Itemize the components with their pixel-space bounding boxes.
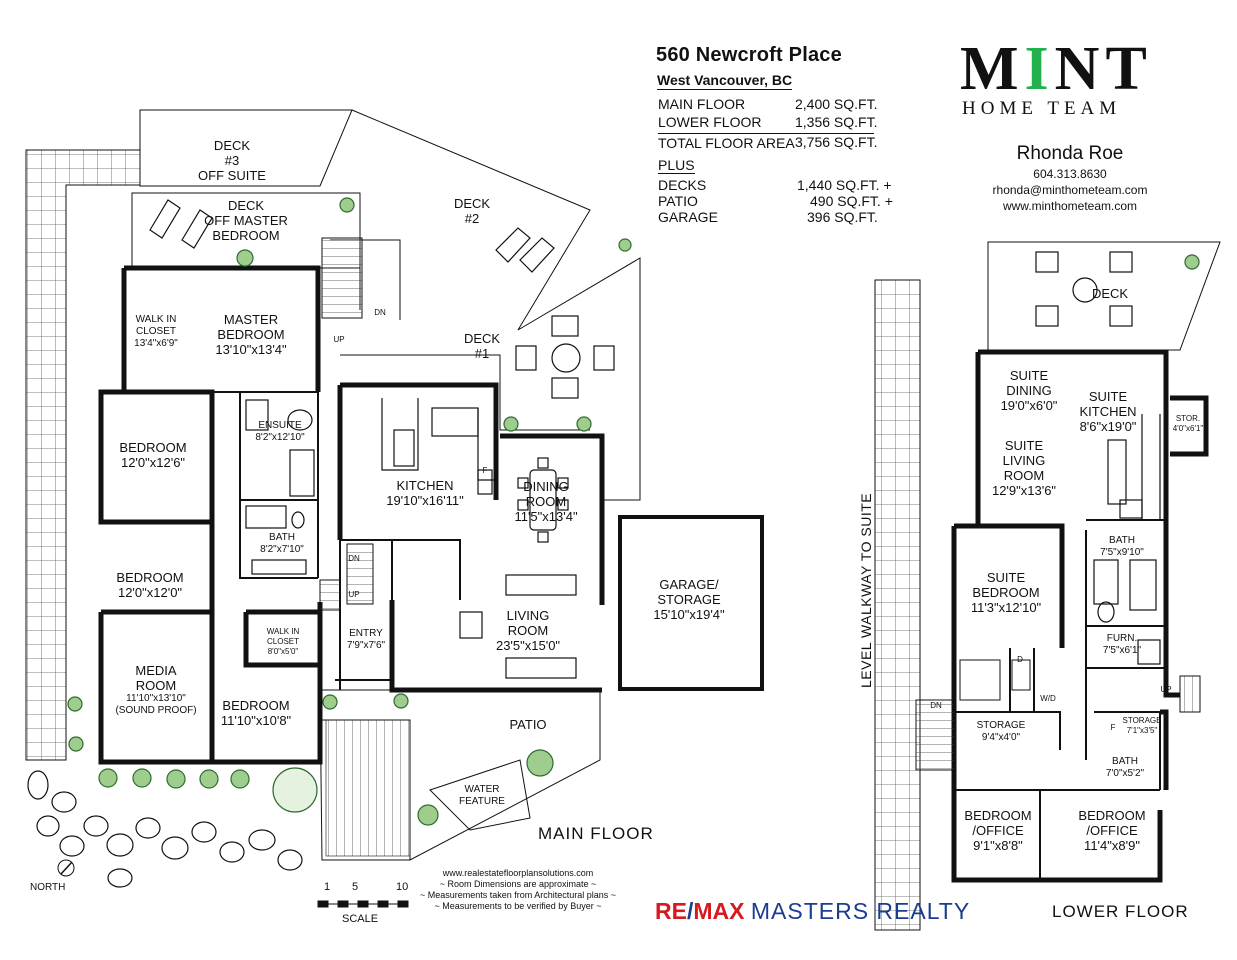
area-value-main: 2,400 SQ.FT. <box>795 96 878 112</box>
agent-phone: 604.313.8630 <box>1033 167 1107 181</box>
deck-3-outline <box>139 109 353 187</box>
main-floor-title: MAIN FLOOR <box>538 824 654 843</box>
lower-deck-outline <box>987 241 1221 351</box>
water-feature-outline <box>429 759 531 831</box>
home-team-logo-text: HOME TEAM <box>962 98 1122 119</box>
lower-walkway <box>874 279 921 931</box>
room-label: PATIO <box>509 717 547 732</box>
room-label: DECK #3 OFF SUITE <box>198 138 266 183</box>
room-label: DECK OFF MASTER BEDROOM <box>204 198 288 243</box>
agent-contact: Rhonda Roe 604.313.8630 rhonda@minthomet… <box>993 142 1148 214</box>
area-label-main: MAIN FLOOR <box>658 96 746 112</box>
walkway-label: LEVEL WALKWAY TO SUITE <box>858 492 874 688</box>
scale-tick-5: 5 <box>352 881 359 893</box>
room-label: STOR.4'0"x6'1" <box>1172 414 1204 433</box>
deck-2-outline <box>351 109 641 501</box>
scale-tick-10: 10 <box>396 881 409 893</box>
property-address: 560 Newcroft Place <box>656 44 842 66</box>
stairs-deck <box>321 237 363 319</box>
mint-logo: MINT <box>960 35 1153 103</box>
scale-label: SCALE <box>342 913 379 925</box>
agent-website: www.minthometeam.com <box>1002 199 1138 213</box>
garage-outline <box>618 515 764 691</box>
stair-up-label: UP <box>348 590 360 599</box>
scale-bar <box>317 900 409 908</box>
disclaimer-website: www.realestatefloorplansolutions.com <box>442 868 594 878</box>
property-city: West Vancouver, BC <box>657 72 793 90</box>
washer-dryer-label: W/D <box>1040 694 1056 703</box>
north-label: NORTH <box>30 882 66 893</box>
extra-label-garage: GARAGE <box>658 209 718 225</box>
plus-heading: PLUS <box>658 157 695 174</box>
stair-up-label: UP <box>1160 685 1172 694</box>
room-label: DECK #1 <box>463 331 501 361</box>
disclaimer-line: ~ Room Dimensions are approximate ~ <box>439 879 597 889</box>
furnace-label: F <box>1110 723 1116 732</box>
stair-up-label: DN <box>374 308 386 317</box>
area-label-lower: LOWER FLOOR <box>658 114 762 130</box>
brokerage-name: MASTERS REALTY <box>750 898 971 924</box>
dryer-label: D <box>1017 655 1023 664</box>
extra-label-patio: PATIO <box>658 193 698 209</box>
area-value-total: 3,756 SQ.FT. <box>795 134 878 150</box>
disclaimer-line: ~ Measurements to be verified by Buyer ~ <box>434 901 602 911</box>
landscaping-shrubs <box>67 197 1200 826</box>
area-label-total: TOTAL FLOOR AREA <box>658 133 874 151</box>
lower-floor-plan <box>874 241 1221 931</box>
stairs-entry <box>346 543 374 605</box>
stair-down-label: DN <box>930 701 942 710</box>
patio-outline <box>319 689 601 861</box>
stair-up-label: UP <box>333 335 345 344</box>
extra-value-decks: 1,440 SQ.FT. + <box>797 177 892 193</box>
extra-value-patio: 490 SQ.FT. + <box>810 193 893 209</box>
room-label: FURN.7'5"x6'1" <box>1102 633 1142 656</box>
main-floor-plan <box>25 109 764 888</box>
agent-email: rhonda@minthometeam.com <box>992 183 1148 197</box>
remax-logo: RE/MAX MASTERS REALTY <box>655 898 971 924</box>
room-label: DECK <box>1091 286 1129 301</box>
agent-name: Rhonda Roe <box>1016 143 1124 164</box>
disclaimer-line: ~ Measurements taken from Architectural … <box>419 890 617 900</box>
lower-floor-title: LOWER FLOOR <box>1052 902 1189 921</box>
fridge-label: F <box>482 466 488 475</box>
disclaimer: www.realestatefloorplansolutions.com ~ R… <box>420 868 616 912</box>
extra-value-garage: 396 SQ.FT. <box>807 209 878 225</box>
room-label: DECK #2 <box>453 196 491 226</box>
area-value-lower: 1,356 SQ.FT. <box>795 114 878 130</box>
north-arrow <box>57 859 75 877</box>
extra-label-decks: DECKS <box>658 177 707 193</box>
room-label: WATER FEATURE <box>459 784 505 807</box>
stair-down-label: DN <box>348 554 360 563</box>
scale-tick-1: 1 <box>324 881 331 893</box>
